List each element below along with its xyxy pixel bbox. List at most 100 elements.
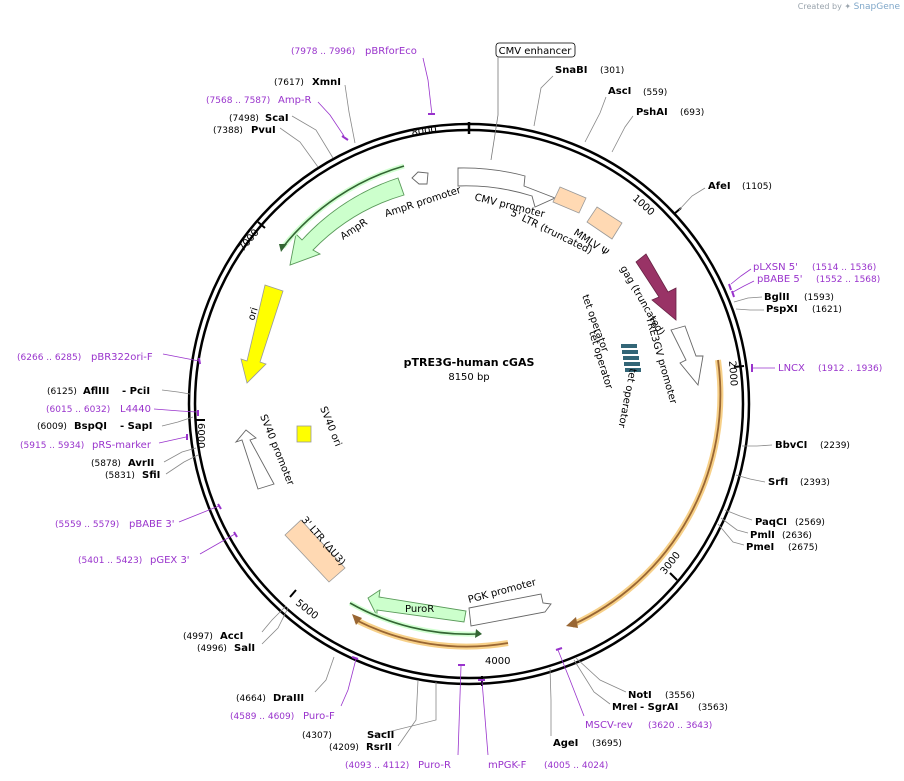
site-name-pmei: PmeI	[746, 542, 774, 553]
puror-line	[349, 602, 478, 635]
primer-name-mpgkf: mPGK-F	[488, 760, 527, 771]
tet-operator-label-3: tet operator	[615, 367, 637, 429]
orf-arrowhead-right	[566, 617, 578, 628]
site-pos-rsrii: (4209)	[329, 743, 359, 753]
site-name-scai: ScaI	[265, 113, 289, 124]
site-name-pvui: PvuI	[251, 125, 276, 136]
tick-label-6000: 6000	[195, 423, 206, 448]
cmv-enhancer-label: CMV enhancer	[499, 46, 573, 57]
site-pos-paqci: (2569)	[795, 518, 825, 528]
site-leader-agei	[549, 667, 552, 736]
site-name-noti: NotI	[628, 690, 652, 701]
site-leader-sali	[261, 607, 289, 645]
site-name-snabi: SnaBI	[555, 65, 587, 76]
site-pos-pshai: (693)	[680, 108, 704, 118]
site-pos-scai: (7498)	[229, 114, 259, 124]
site-pos-noti: (3556)	[665, 691, 695, 701]
site-leader-noti	[575, 657, 627, 693]
site-pos-pmei: (2675)	[788, 543, 818, 553]
credit-brand: SnapGene	[853, 2, 900, 12]
site-leader-pmli	[720, 517, 749, 534]
site-name-rsrii: RsrII	[366, 742, 392, 753]
site-leader-pmei	[717, 523, 745, 546]
tick-label-4000: 4000	[485, 656, 510, 667]
ltr3-box	[284, 519, 346, 583]
sv40-ori-label: SV40 ori	[317, 405, 343, 448]
site-leader-draiii	[314, 656, 335, 693]
tet-operator-bar	[622, 350, 638, 354]
puror-label: PuroR	[405, 604, 434, 615]
snapgene-credit: Created by ✦ SnapGene	[798, 2, 900, 12]
orf-line-bottom	[355, 619, 509, 648]
primer-mark-purof	[351, 656, 359, 660]
ampr-line-arrowhead	[279, 244, 287, 252]
site-pos-sali: (4996)	[197, 644, 227, 654]
site-pos-afliii: (6125)	[47, 387, 77, 397]
primer-leader-plxsn5	[730, 268, 752, 285]
primer-pos-ampr: (7568 .. 7587)	[206, 96, 270, 106]
primer-leader-purof	[340, 658, 357, 707]
site-leader-afei	[678, 187, 706, 211]
tick-label-1000: 1000	[630, 193, 656, 218]
tet-operator-block	[621, 344, 641, 372]
site-leader-bspqi	[161, 416, 194, 427]
site-leader-bglii	[733, 296, 763, 303]
tet-operator-bar	[621, 344, 637, 348]
pgk-promoter-arrow	[468, 593, 552, 627]
site-leader-scai	[291, 115, 334, 159]
site-pos-draiii: (4664)	[236, 694, 266, 704]
tick-5000	[289, 589, 297, 598]
site-name-pshai: PshAI	[636, 107, 668, 118]
site-pos-bbvci: (2239)	[820, 441, 850, 451]
mmlv-psi-box	[586, 206, 623, 240]
primer-name-lncx: LNCX	[778, 363, 805, 374]
site-pos-mrei: (3563)	[698, 703, 728, 713]
primer-leader-mpgkf	[481, 680, 489, 756]
site-name2-mrei: - SgrAI	[640, 702, 678, 713]
site-pos-pvui: (7388)	[213, 126, 243, 136]
site-pos-sacii: (4307)	[302, 731, 332, 741]
site-name2-bspqi: - SapI	[120, 421, 152, 432]
site-pos-agei: (3695)	[592, 739, 622, 749]
sv40-promoter-arrow	[234, 429, 275, 490]
orf-arrowhead-bottom	[352, 614, 362, 625]
primer-name-pbrforeco: pBRforEco	[365, 46, 417, 57]
site-name-paqci: PaqCI	[755, 517, 787, 528]
site-name-bbvci: BbvCI	[775, 440, 807, 451]
site-leader-rsrii	[397, 679, 419, 747]
primer-leader-pbabe3	[178, 505, 220, 523]
sv40-ori-box	[296, 425, 312, 443]
cmv-promoter-arrow	[457, 167, 557, 208]
site-leader-acci	[261, 605, 287, 633]
cmv-enhancer: CMV enhancer	[490, 42, 576, 161]
site-pos-xmni: (7617)	[274, 78, 304, 88]
primer-name-puror: Puro-R	[418, 760, 451, 771]
tick-7000	[257, 221, 266, 229]
primer-mark-pbabe5	[731, 290, 735, 298]
primer-name-mscvrev: MSCV-rev	[585, 720, 633, 731]
primer-pos-mpgkf: (4005 .. 4024)	[544, 761, 608, 771]
primer-mark-mscvrev	[555, 647, 563, 651]
tick-label-2000: 2000	[726, 360, 739, 386]
site-leader-pshai	[611, 115, 634, 153]
primer-leader-mscvrev	[557, 649, 585, 717]
primer-pos-pbrforeco: (7978 .. 7996)	[291, 47, 355, 57]
primer-leader-puror	[457, 665, 462, 756]
site-name-bglii: BglII	[764, 292, 790, 303]
tick-3000	[669, 572, 678, 581]
site-pos-afei: (1105)	[742, 182, 772, 192]
ori-arrow	[240, 284, 284, 384]
site-leader-sacii	[371, 682, 437, 737]
primer-mark-pbabe3	[217, 503, 222, 510]
site-pos-asci: (559)	[643, 88, 667, 98]
orf-line-right	[571, 359, 722, 626]
primer-mark-pgex3	[233, 531, 238, 538]
primer-leader-pgex3	[199, 533, 236, 555]
primer-pos-pgex3: (5401 .. 5423)	[78, 556, 142, 566]
primer-name-l4440: L4440	[120, 404, 151, 415]
primer-leader-pbr322orif	[162, 353, 200, 362]
ampr-promoter-arrow	[411, 171, 429, 185]
site-pos-bglii: (1593)	[804, 293, 834, 303]
primer-mark-ampr	[341, 135, 349, 141]
ltr5-box	[552, 186, 587, 214]
